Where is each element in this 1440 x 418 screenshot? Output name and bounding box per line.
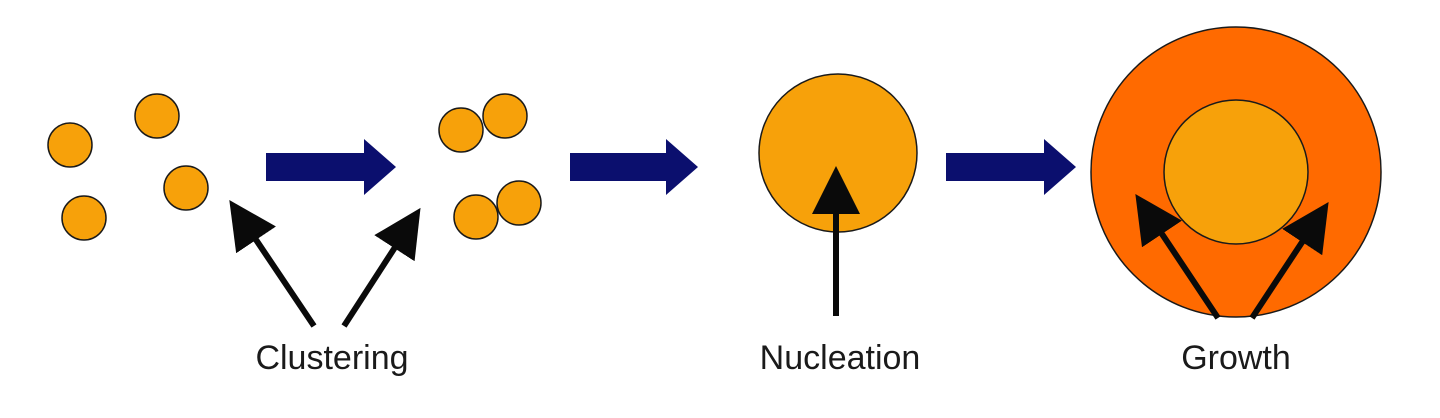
particle [61,195,107,241]
pointer-arrow [229,200,317,328]
particle [163,165,209,211]
grown-particle [1090,26,1382,318]
pointer-arrow [341,207,421,328]
pointer-arrow [1135,194,1221,320]
growth-label: Growth [1181,339,1291,377]
particle [438,107,484,153]
scattered-particles [47,93,209,241]
process-arrow [946,139,1076,195]
process-arrow [570,139,698,195]
particle [134,93,180,139]
particle [453,194,499,240]
clustering-label: Clustering [255,339,408,377]
pointer-arrow [1249,201,1329,320]
process-arrow [266,139,396,195]
particle [496,180,542,226]
particle [47,122,93,168]
nucleation-label: Nucleation [760,339,921,377]
nucleus-core [1163,99,1309,245]
particle [482,93,528,139]
clustered-particles [438,93,542,240]
